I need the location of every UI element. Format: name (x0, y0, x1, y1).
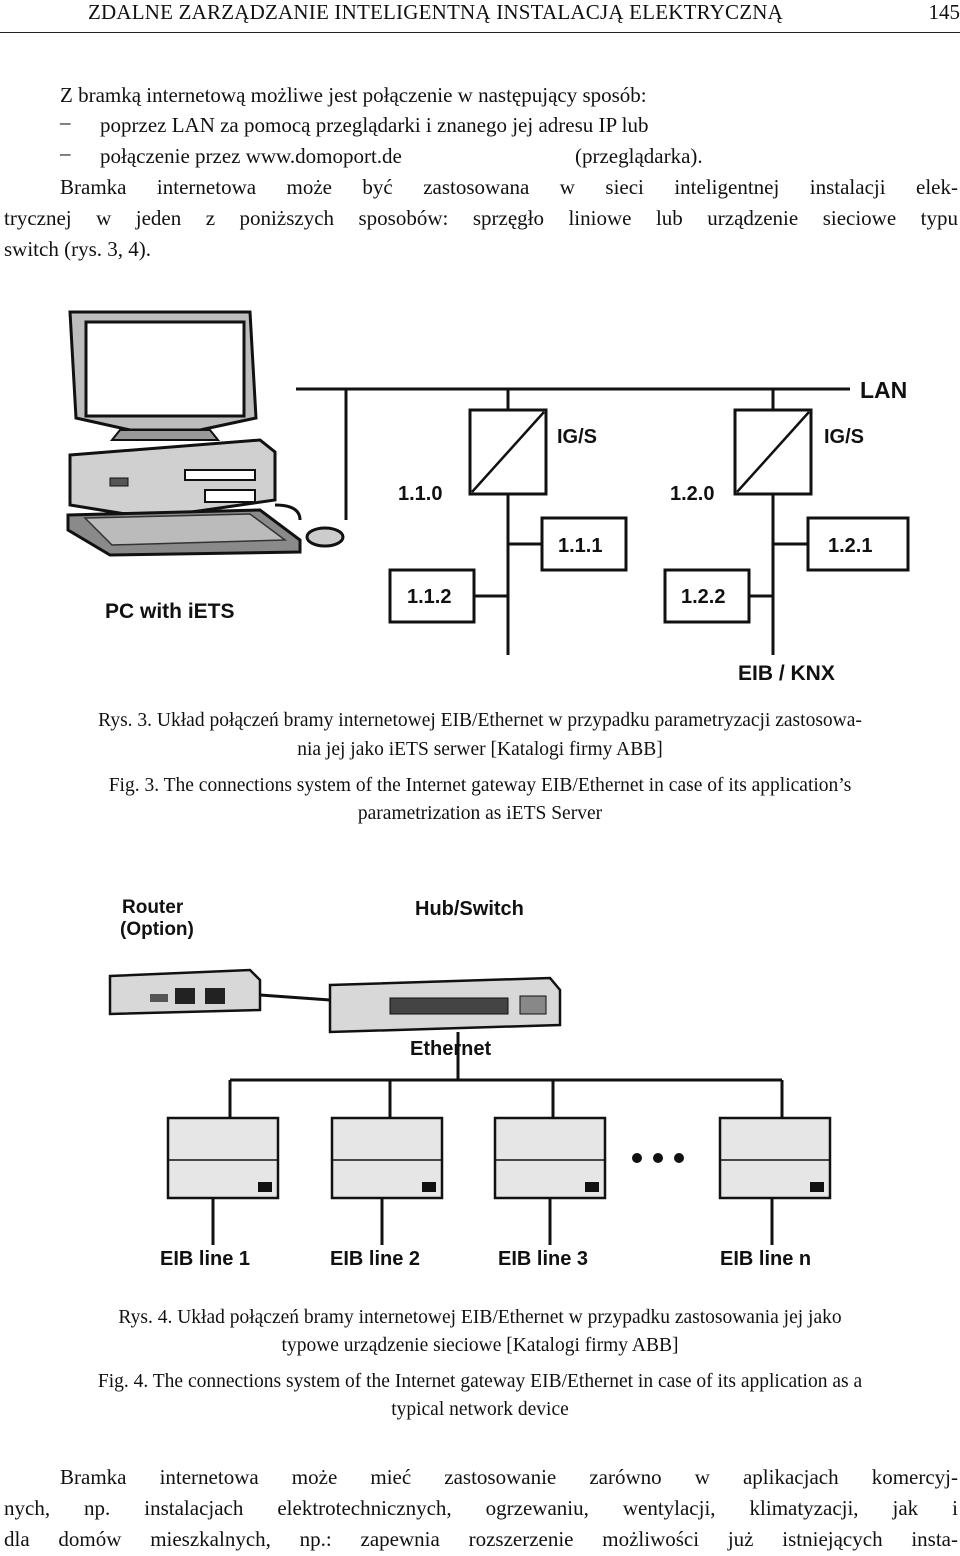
bullet-lan: poprzez LAN za pomocą przeglądarki i zna… (100, 113, 649, 137)
gateway-module-3 (493, 1116, 607, 1200)
bullet-domoport-browser: (przeglądarka). (575, 144, 703, 168)
fig4-caption-pl-line1: Rys. 4. Układ połączeń bramy internetowe… (118, 1307, 842, 1328)
figure-3-diagram: PC with iETS LAN IG/S IG/S 1.1.0 1.1.1 1… (66, 310, 910, 685)
pc-icon (66, 310, 345, 557)
fig4-caption-en-line2: typical network device (391, 1399, 569, 1420)
intro-paragraph-line: switch (rys. 3, 4). (4, 237, 151, 261)
gateway-module-2 (330, 1116, 444, 1200)
hub-switch-label: Hub/Switch (415, 898, 524, 920)
page-number: 145 (928, 0, 960, 24)
eib-line-2-label: EIB line 2 (330, 1248, 420, 1270)
ellipsis-dots (632, 1153, 684, 1163)
bullet-domoport: połączenie przez www.domoport.de (100, 144, 402, 168)
ethernet-label: Ethernet (410, 1038, 491, 1060)
fig3-caption-en-line1: Fig. 3. The connections system of the In… (108, 775, 852, 796)
node-1-2-2 (663, 568, 751, 624)
fig3-caption-en-line2: parametrization as iETS Server (357, 803, 603, 824)
node-1-1-0-label: 1.1.0 (398, 483, 442, 505)
pc-label: PC with iETS (105, 600, 235, 623)
closing-paragraph-line: nych, np. instalacjach elektrotechniczny… (4, 1496, 958, 1520)
running-header: ZDALNE ZARZĄDZANIE INTELIGENTNĄ INSTALAC… (0, 0, 960, 33)
figure-4-diagram: Router (Option) Hub/Switch Ethernet (108, 897, 832, 1270)
eib-knx-label: EIB / KNX (738, 662, 835, 685)
hub-switch-device (328, 976, 562, 1034)
running-title: ZDALNE ZARZĄDZANIE INTELIGENTNĄ INSTALAC… (88, 0, 784, 24)
bullet-dash: – (60, 141, 71, 165)
node-1-2-0-label: 1.2.0 (670, 483, 714, 505)
router-option-label: (Option) (120, 919, 194, 940)
eib-line-n-label: EIB line n (720, 1248, 811, 1270)
closing-paragraph-line: Bramka internetowa może mieć zastosowani… (60, 1465, 958, 1489)
gateway-module-n (718, 1116, 832, 1200)
lan-label: LAN (860, 377, 907, 403)
gateway-module-1 (166, 1116, 280, 1200)
node-1-1-1-label: 1.1.1 (558, 535, 602, 557)
bullet-dash: – (60, 110, 71, 134)
eib-line-1-label: EIB line 1 (160, 1248, 250, 1270)
fig4-caption-en-line1: Fig. 4. The connections system of the In… (97, 1371, 863, 1392)
closing-paragraph-line: dla domów mieszkalnych, np.: zapewnia ro… (4, 1527, 958, 1551)
node-1-2-1-label: 1.2.1 (828, 535, 872, 557)
node-1-1-2-label: 1.1.2 (407, 586, 451, 608)
fig3-caption-pl-line1: Rys. 3. Układ połączeń bramy internetowe… (98, 710, 862, 731)
intro-lead: Z bramką internetową możliwe jest połącz… (60, 83, 647, 107)
router-label: Router (122, 897, 184, 918)
igs-left-label: IG/S (557, 426, 597, 448)
node-1-2-2-label: 1.2.2 (681, 586, 725, 608)
eib-line-3-label: EIB line 3 (498, 1248, 588, 1270)
router-device (108, 968, 262, 1016)
fig3-caption-pl-line2: nia jej jako iETS serwer [Katalogi firmy… (297, 739, 663, 760)
igs-right-label: IG/S (824, 426, 864, 448)
node-1-1-1 (540, 516, 628, 572)
intro-paragraph-line: Bramka internetowa może być zastosowana … (60, 175, 958, 199)
intro-paragraph-line: trycznej w jeden z poniższych sposobów: … (4, 206, 958, 230)
fig4-caption-pl-line2: typowe urządzenie sieciowe [Katalogi fir… (281, 1335, 679, 1356)
